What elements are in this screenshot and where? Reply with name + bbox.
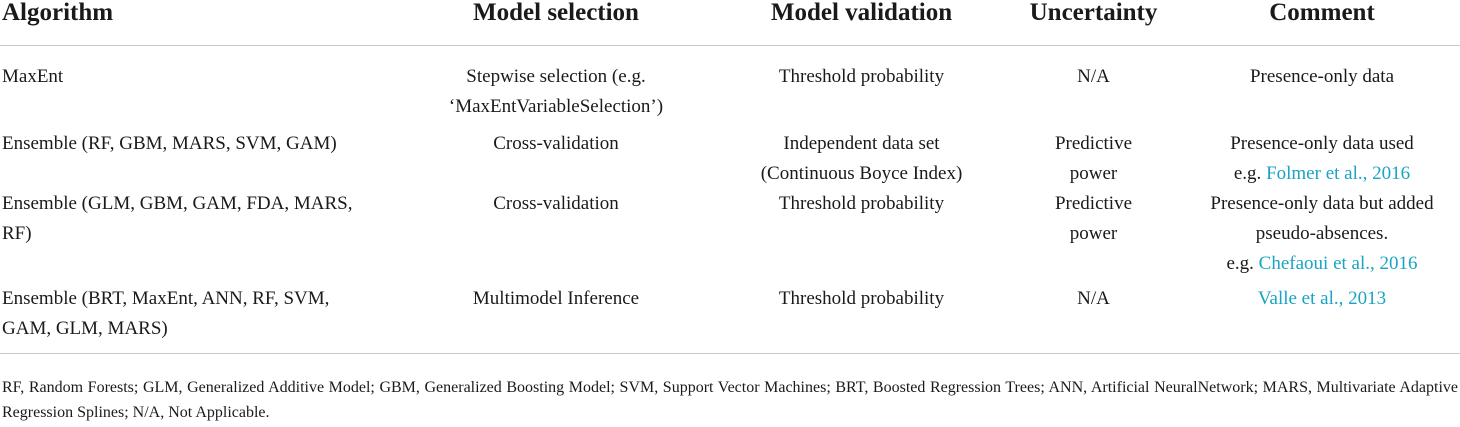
cell-model-validation: Threshold probability xyxy=(720,46,1003,128)
cell-line: power xyxy=(1069,163,1118,184)
cell-comment: Presence-only data xyxy=(1184,46,1460,128)
cell-line: Threshold probability xyxy=(778,288,945,309)
cell-line: Cross-validation xyxy=(493,133,619,154)
cell-line: Predictive xyxy=(1054,193,1133,214)
citation-link[interactable]: Folmer et al., 2016 xyxy=(1266,163,1411,184)
table-header: Algorithm Model selection Model validati… xyxy=(0,0,1460,46)
cell-line: Stepwise selection (e.g. xyxy=(466,66,646,87)
cell-line: pseudo-absences. xyxy=(1255,223,1389,244)
table-row: MaxEnt Stepwise selection (e.g. ‘MaxEntV… xyxy=(0,46,1460,128)
cell-line: RF) xyxy=(2,223,32,244)
cell-model-selection: Multimodel Inference xyxy=(392,281,720,354)
cell-uncertainty: Predictive power xyxy=(1003,189,1184,281)
header-comment: Comment xyxy=(1184,0,1460,46)
cell-comment: Presence-only data but added pseudo-abse… xyxy=(1184,189,1460,281)
cell-algorithm: Ensemble (BRT, MaxEnt, ANN, RF, SVM, GAM… xyxy=(0,281,392,354)
header-uncertainty: Uncertainty xyxy=(1003,0,1184,46)
cell-line: Independent data set xyxy=(783,133,940,154)
cell-line: Presence-only data used xyxy=(1230,133,1414,154)
cell-algorithm: Ensemble (GLM, GBM, GAM, FDA, MARS, RF) xyxy=(0,189,392,281)
cell-citation-line: e.g. Folmer et al., 2016 xyxy=(1184,159,1460,189)
citation-link[interactable]: Valle et al., 2013 xyxy=(1257,288,1387,309)
table-row: Ensemble (RF, GBM, MARS, SVM, GAM) Cross… xyxy=(0,127,1460,189)
cell-line: Cross-validation xyxy=(493,193,619,214)
citation-prefix: e.g. xyxy=(1233,163,1267,184)
cell-line: Threshold probability xyxy=(778,66,945,87)
cell-line: N/A xyxy=(1077,66,1110,87)
citation-link[interactable]: Chefaoui et al., 2016 xyxy=(1258,253,1418,274)
cell-model-selection: Stepwise selection (e.g. ‘MaxEntVariable… xyxy=(392,46,720,128)
cell-model-validation: Threshold probability xyxy=(720,281,1003,354)
cell-model-validation: Independent data set (Continuous Boyce I… xyxy=(720,127,1003,189)
cell-line: N/A xyxy=(1077,288,1110,309)
algorithm-comparison-table-wrapper: Algorithm Model selection Model validati… xyxy=(0,0,1460,354)
citation-prefix: e.g. xyxy=(1226,253,1259,274)
cell-model-selection: Cross-validation xyxy=(392,189,720,281)
cell-line: Presence-only data xyxy=(1249,66,1395,87)
table-footnote: RF, Random Forests; GLM, Generalized Add… xyxy=(2,379,1458,421)
table-body: MaxEnt Stepwise selection (e.g. ‘MaxEntV… xyxy=(0,46,1460,354)
cell-line: GAM, GLM, MARS) xyxy=(2,318,168,339)
cell-line: Predictive xyxy=(1054,133,1133,154)
algorithm-comparison-table: Algorithm Model selection Model validati… xyxy=(0,0,1460,354)
cell-comment: Presence-only data used e.g. Folmer et a… xyxy=(1184,127,1460,189)
cell-uncertainty: Predictive power xyxy=(1003,127,1184,189)
cell-uncertainty: N/A xyxy=(1003,46,1184,128)
cell-line: Presence-only data but added xyxy=(1210,193,1434,214)
cell-line: Ensemble (GLM, GBM, GAM, FDA, MARS, xyxy=(2,193,353,214)
cell-line: ‘MaxEntVariableSelection’) xyxy=(448,96,664,117)
cell-model-validation: Threshold probability xyxy=(720,189,1003,281)
header-model-selection: Model selection xyxy=(392,0,720,46)
table-row: Ensemble (GLM, GBM, GAM, FDA, MARS, RF) … xyxy=(0,189,1460,281)
header-row: Algorithm Model selection Model validati… xyxy=(0,0,1460,46)
cell-line: Ensemble (RF, GBM, MARS, SVM, GAM) xyxy=(2,133,337,154)
table-row: Ensemble (BRT, MaxEnt, ANN, RF, SVM, GAM… xyxy=(0,281,1460,354)
cell-model-selection: Cross-validation xyxy=(392,127,720,189)
cell-algorithm: MaxEnt xyxy=(0,46,392,128)
cell-line: Ensemble (BRT, MaxEnt, ANN, RF, SVM, xyxy=(2,288,330,309)
header-algorithm: Algorithm xyxy=(0,0,392,46)
cell-uncertainty: N/A xyxy=(1003,281,1184,354)
cell-line: power xyxy=(1069,223,1118,244)
cell-line: MaxEnt xyxy=(2,66,64,87)
cell-citation-line: Valle et al., 2013 xyxy=(1184,284,1460,314)
header-model-validation: Model validation xyxy=(720,0,1003,46)
cell-line: Threshold probability xyxy=(778,193,945,214)
cell-line: Multimodel Inference xyxy=(472,288,640,309)
cell-citation-line: e.g. Chefaoui et al., 2016 xyxy=(1184,249,1460,279)
cell-comment: Valle et al., 2013 xyxy=(1184,281,1460,354)
cell-line: (Continuous Boyce Index) xyxy=(760,163,963,184)
cell-algorithm: Ensemble (RF, GBM, MARS, SVM, GAM) xyxy=(0,127,392,189)
